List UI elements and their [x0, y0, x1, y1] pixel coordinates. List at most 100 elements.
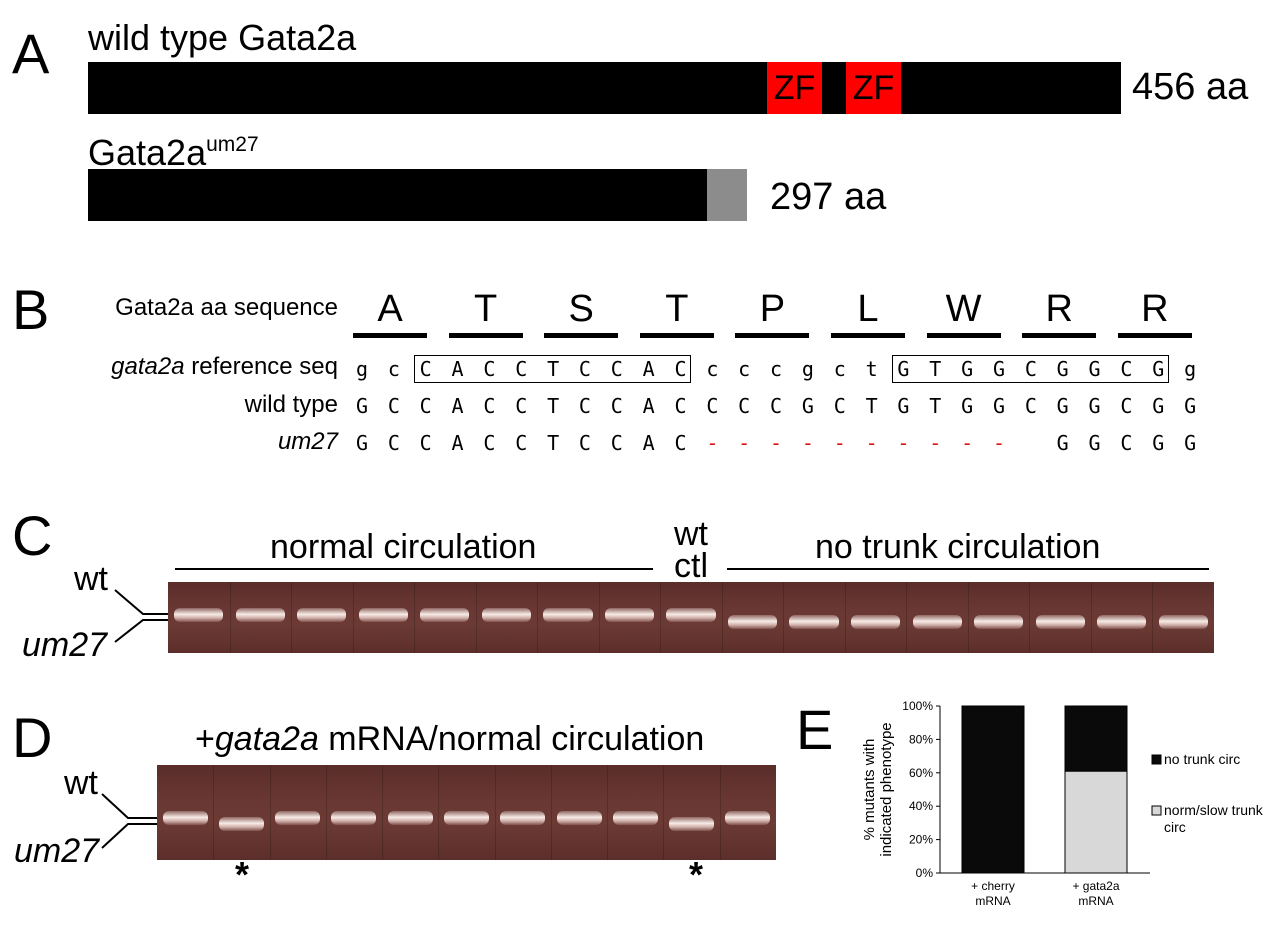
lane-divider: [269, 765, 271, 860]
wt-band: [666, 608, 716, 622]
gel-c-band-pointer: [114, 589, 171, 643]
wt-band: [420, 608, 470, 622]
codon-box-2: [892, 355, 1169, 383]
um27-seq-label: um27: [277, 428, 338, 455]
um27-band: [974, 615, 1024, 629]
panel-d-letter: D: [12, 706, 53, 769]
lane-divider: [783, 582, 785, 653]
um27-band: [912, 615, 962, 629]
mutant-protein-label: Gata2aum27: [88, 132, 259, 173]
aa-letter: T: [473, 288, 498, 330]
nucleotide: C: [387, 394, 400, 418]
aa-letter: S: [568, 288, 594, 330]
lane-divider: [1090, 582, 1092, 653]
nucleotide: C: [674, 357, 687, 381]
legend-label: circ: [1164, 819, 1186, 835]
wt-band: [275, 811, 321, 825]
panel-e-letter: E: [796, 698, 834, 761]
mutant-length-label: 297 aa: [770, 176, 887, 218]
aa-letter: W: [945, 288, 982, 330]
zinc-finger-domain-2: ZF: [846, 62, 901, 114]
gel-d-band-pointer: [101, 793, 158, 849]
deleted-nucleotide: -: [833, 431, 846, 455]
nucleotide: G: [1152, 394, 1165, 418]
nucleotide: C: [738, 394, 751, 418]
wt-band: [358, 608, 408, 622]
lane-divider: [291, 582, 293, 653]
wt-band: [387, 811, 433, 825]
nucleotide: C: [483, 431, 496, 455]
codon-underline: [1117, 333, 1192, 338]
stacked-bar-chart: 0%20%40%60%80%100%% mutants withindicate…: [861, 699, 1264, 908]
nucleotide: C: [1120, 394, 1133, 418]
ref-seq-label: gata2a reference seq: [111, 353, 338, 380]
panel-a-letter: A: [12, 22, 50, 85]
um27-band: [1035, 615, 1085, 629]
nucleotide: C: [483, 357, 496, 381]
nucleotide: T: [929, 394, 942, 418]
panel-b-letter: B: [12, 278, 50, 341]
nucleotide: A: [451, 357, 464, 381]
wt-band: [604, 608, 655, 622]
no-trunk-circulation-header: no trunk circulation: [815, 528, 1101, 566]
aa-letter: P: [759, 288, 786, 330]
codon-underline: [735, 333, 810, 338]
nucleotide: G: [1152, 431, 1165, 455]
nucleotide: A: [642, 431, 655, 455]
um27-band: [789, 615, 839, 629]
y-tick-label: 100%: [902, 699, 933, 713]
mutant-allele-superscript: um27: [206, 133, 259, 156]
nucleotide: C: [1024, 394, 1037, 418]
nucleotide: G: [1152, 357, 1165, 381]
zinc-finger-domain-1: ZF: [767, 62, 822, 114]
legend-swatch: [1151, 754, 1162, 765]
lane-divider: [660, 582, 662, 653]
x-tick-label: mRNA: [1078, 894, 1113, 908]
nucleotide: g: [801, 357, 814, 381]
wt-band: [443, 811, 489, 825]
nucleotide: G: [1184, 394, 1197, 418]
gel-d-um27-label: um27: [14, 832, 100, 870]
lane-divider: [213, 765, 215, 860]
legend-swatch: [1151, 805, 1162, 816]
nucleotide: c: [738, 357, 751, 381]
normal-circulation-header: normal circulation: [270, 528, 537, 566]
legend-label: no trunk circ: [1164, 751, 1240, 767]
deleted-nucleotide: -: [706, 431, 719, 455]
aa-letter: R: [1045, 288, 1073, 330]
lane-divider: [719, 765, 721, 860]
lane-divider: [229, 582, 231, 653]
nucleotide: T: [547, 431, 560, 455]
aa-letter: T: [665, 288, 689, 330]
nucleotide: G: [1088, 394, 1101, 418]
wt-band: [612, 811, 658, 825]
nucleotide: G: [1056, 357, 1069, 381]
nucleotide: C: [1024, 357, 1037, 381]
lane-divider: [382, 765, 384, 860]
nucleotide: C: [578, 394, 591, 418]
lane-divider: [550, 765, 552, 860]
nucleotide: C: [578, 431, 591, 455]
lane-divider: [352, 582, 354, 653]
nucleotide: T: [547, 357, 560, 381]
wt-band: [297, 608, 347, 622]
nucleotide: C: [1120, 431, 1133, 455]
codon-box-1: [414, 355, 691, 383]
y-tick-label: 20%: [909, 833, 933, 847]
deleted-nucleotide: -: [865, 431, 878, 455]
lane-divider: [721, 582, 723, 653]
deleted-nucleotide: -: [770, 431, 783, 455]
y-tick-label: 80%: [909, 732, 933, 746]
nucleotide: C: [515, 394, 528, 418]
mutant-frameshift-region: [707, 169, 747, 221]
deleted-nucleotide: -: [961, 431, 974, 455]
nucleotide: c: [770, 357, 783, 381]
nucleotide: C: [610, 357, 623, 381]
nucleotide: C: [515, 357, 528, 381]
codon-underline: [353, 333, 427, 338]
wt-band: [500, 811, 546, 825]
lane-divider: [967, 582, 969, 653]
codon-underline: [926, 333, 1001, 338]
y-tick-label: 60%: [909, 766, 933, 780]
